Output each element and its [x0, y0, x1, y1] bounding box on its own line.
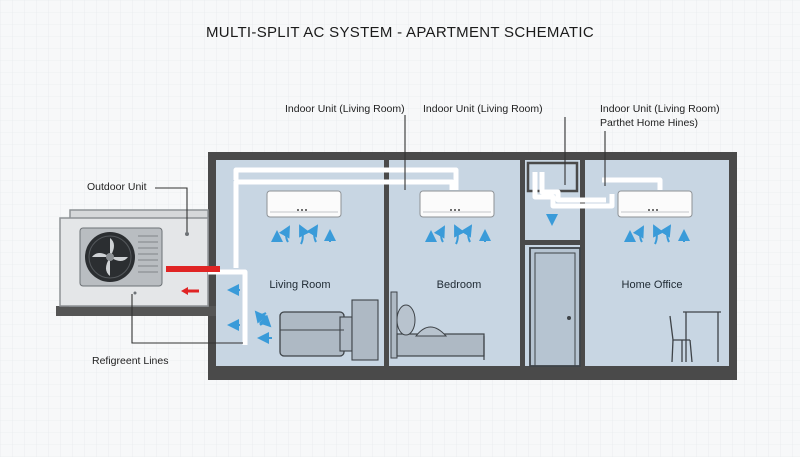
room-label-living-room: Living Room: [269, 279, 330, 291]
hot-refrigerant-line: [166, 266, 220, 272]
room-label-bedroom: Bedroom: [437, 279, 482, 291]
callout-indoor-unit-2: Indoor Unit (Living Room): [423, 103, 543, 115]
indoor-unit-living-room: [266, 190, 342, 218]
chair-icon: [669, 315, 693, 363]
callout-indoor-unit-3-sub: Parthet Home Hines): [600, 117, 698, 129]
door-icon: [529, 247, 581, 367]
airflow-arrow-icon: [227, 214, 690, 354]
callout-indoor-unit-1: Indoor Unit (Living Room): [285, 103, 405, 115]
diagram-title: MULTI-SPLIT AC SYSTEM - APARTMENT SCHEMA…: [206, 24, 594, 41]
callout-refrigerant-lines: Refigreent Lines: [92, 355, 168, 367]
callout-lines: [131, 115, 606, 344]
indoor-unit-home-office: [617, 190, 693, 218]
callout-indoor-unit-3: Indoor Unit (Living Room): [600, 103, 720, 115]
refrigerant-piping: [208, 167, 663, 345]
room-label-home-office: Home Office: [622, 279, 683, 291]
bed-icon: [390, 291, 485, 360]
callout-outdoor-unit: Outdoor Unit: [87, 181, 147, 193]
fan-icon: [85, 232, 135, 282]
bed-icon: [279, 299, 379, 361]
desk: [683, 311, 721, 362]
outdoor-ledge: [56, 306, 216, 316]
indoor-unit-bedroom: [419, 190, 495, 218]
